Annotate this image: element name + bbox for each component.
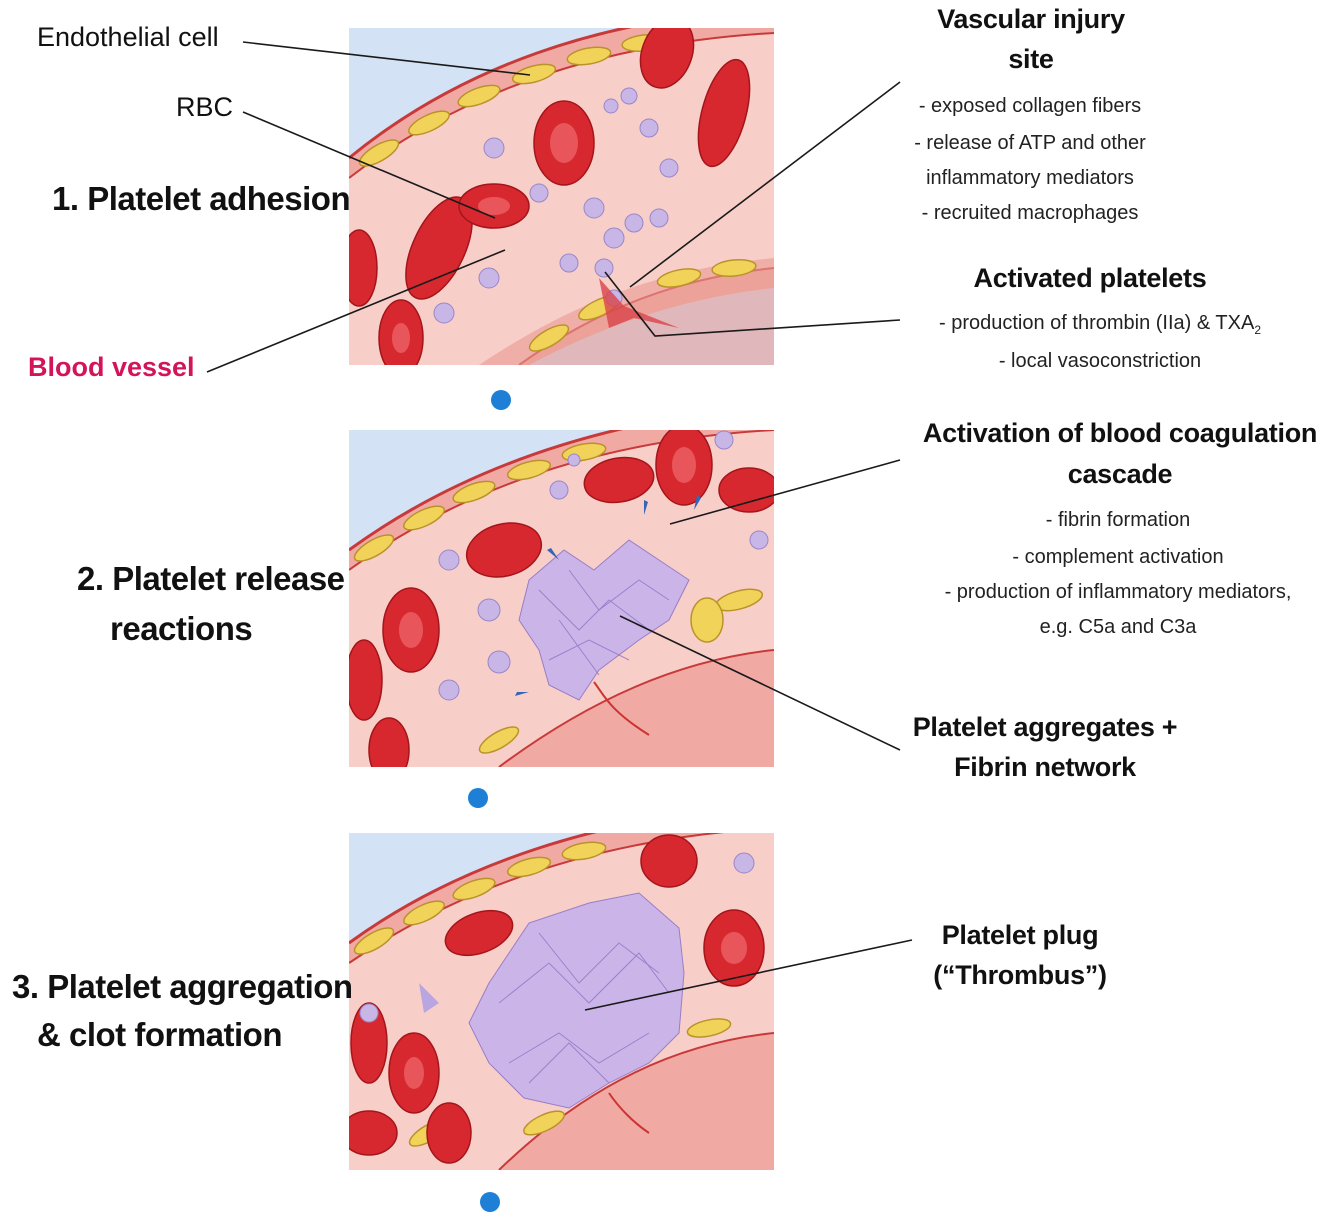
vascular-injury-title-line1: Vascular injury — [931, 4, 1131, 35]
step-3-title-line1: 3. Platelet aggregation — [12, 968, 353, 1006]
injury-item-collagen: - exposed collagen fibers — [880, 89, 1180, 124]
vessel-illustration-2 — [349, 430, 774, 767]
illustration-panel-adhesion — [349, 28, 774, 365]
step-bullet-3 — [480, 1192, 500, 1212]
illustration-panel-aggregation — [349, 833, 774, 1170]
step-bullet-1 — [491, 390, 511, 410]
rbc-label: RBC — [176, 92, 233, 123]
vessel-illustration-1 — [349, 28, 774, 365]
injury-item-inflammatory: inflammatory mediators — [880, 161, 1180, 196]
txa-subscript: 2 — [1254, 323, 1261, 337]
blood-vessel-label: Blood vessel — [28, 352, 195, 383]
activated-item-vasoconstriction: - local vasoconstriction — [940, 344, 1260, 379]
step-1-title: 1. Platelet adhesion — [52, 180, 350, 218]
coag-item-complement: - complement activation — [918, 540, 1318, 575]
plug-line1: Platelet plug — [920, 920, 1120, 951]
coag-item-fibrin: - fibrin formation — [918, 503, 1318, 538]
vessel-illustration-3 — [349, 833, 774, 1170]
illustration-panel-release — [349, 430, 774, 767]
activated-item-thrombin-text: - production of thrombin (IIa) & TXA — [939, 312, 1254, 334]
injury-item-atp: - release of ATP and other — [880, 126, 1180, 161]
coagulation-title-line1: Activation of blood coagulation — [915, 418, 1325, 449]
endothelial-cell-label: Endothelial cell — [37, 22, 219, 53]
activated-item-thrombin: - production of thrombin (IIa) & TXA2 — [900, 306, 1300, 348]
coag-item-mediators: - production of inflammatory mediators, — [918, 575, 1318, 610]
step-2-title-line2: reactions — [110, 610, 252, 648]
aggregates-line1: Platelet aggregates + — [900, 712, 1190, 743]
plug-line2: (“Thrombus”) — [920, 960, 1120, 991]
activated-platelets-title: Activated platelets — [940, 263, 1240, 294]
step-3-title-line2: & clot formation — [37, 1016, 282, 1054]
coag-item-c5a-c3a: e.g. C5a and C3a — [918, 610, 1318, 645]
coagulation-title-line2: cascade — [915, 459, 1325, 490]
step-2-title-line1: 2. Platelet release — [77, 560, 345, 598]
aggregates-line2: Fibrin network — [900, 752, 1190, 783]
vascular-injury-title-line2: site — [931, 44, 1131, 75]
injury-item-macrophages: - recruited macrophages — [880, 196, 1180, 231]
step-bullet-2 — [468, 788, 488, 808]
